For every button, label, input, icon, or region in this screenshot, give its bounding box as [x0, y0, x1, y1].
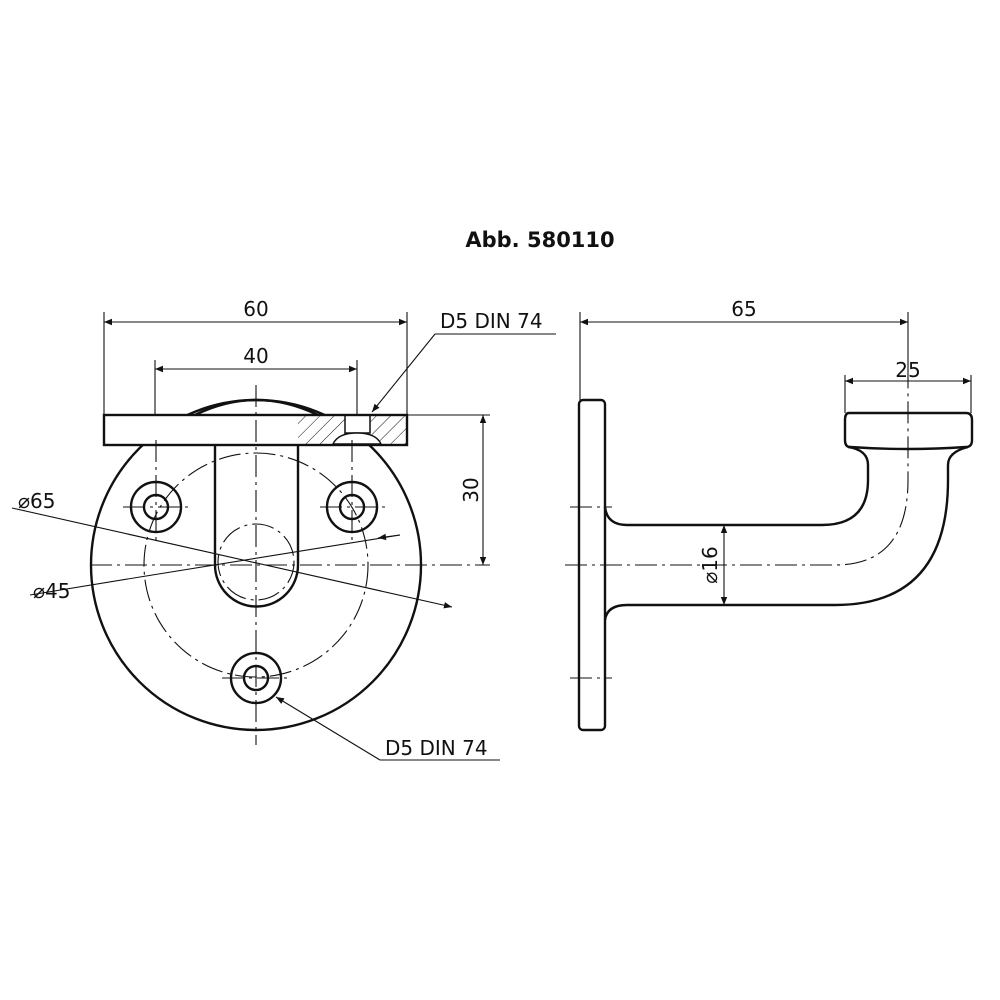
front-view: 60 40 30 ⌀65 ⌀45 D5 DIN 74 D5 DIN 74	[11, 297, 556, 761]
mounting-holes	[129, 480, 379, 705]
figure-title: Abb. 580110	[465, 228, 614, 252]
side-view: 65 25 ⌀16	[565, 297, 974, 732]
dim-30: 30	[459, 477, 483, 502]
screw-callout-top: D5 DIN 74	[440, 309, 543, 333]
countersunk-screw	[331, 432, 383, 445]
arm-upper-edge	[603, 445, 870, 527]
dim-d16: ⌀16	[698, 546, 722, 584]
dim-65: 65	[731, 297, 756, 321]
dim-60: 60	[243, 297, 268, 321]
dim-d65: ⌀65	[18, 489, 56, 513]
dim-40: 40	[243, 344, 268, 368]
arm-lower-edge	[603, 445, 969, 621]
dim-d45: ⌀45	[33, 579, 71, 603]
arm-centerline	[565, 385, 909, 566]
screw-callout-bottom: D5 DIN 74	[385, 736, 488, 760]
handrail-cap	[843, 411, 974, 451]
dim-25: 25	[895, 358, 920, 382]
